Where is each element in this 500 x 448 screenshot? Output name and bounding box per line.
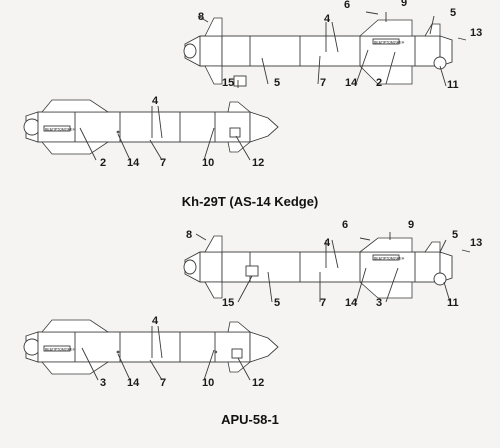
label-8: 8: [198, 11, 204, 23]
missile-apu58-side-lower: ВЕБПРТОМУЖЕН 4 3 14 7 10 12: [23, 315, 279, 389]
label-13: 13: [470, 27, 482, 39]
label-7: 7: [320, 297, 326, 309]
stencil-label: ВЕБПРТОМУЖЕН: [45, 128, 76, 132]
label-7: 7: [160, 157, 166, 169]
label-5: 5: [274, 297, 280, 309]
label-12: 12: [252, 157, 264, 169]
label-5: 5: [452, 229, 458, 241]
missile-kh29t-side-lower: ВЕБПРТОМУЖЕН 4 2 14 7 10 12: [23, 95, 279, 169]
label-6: 6: [342, 219, 348, 231]
caption-apu58: APU-58-1: [221, 412, 279, 427]
stencil-label: ВЕБПРТОМУЖЕН: [374, 41, 405, 45]
stencil-label: ВЕБПРТОМУЖЕН: [45, 348, 76, 352]
label-14: 14: [127, 377, 140, 389]
label-14: 14: [345, 297, 358, 309]
label-10: 10: [202, 157, 214, 169]
label-3: 3: [100, 377, 106, 389]
label-15: 15: [222, 297, 234, 309]
label-14: 14: [345, 77, 358, 89]
missile-apu58-side-upper: ВЕБПРТОМУЖЕН 8 6 4 9 5 13 15 5 7 14 3 11: [183, 219, 482, 309]
label-14: 14: [127, 157, 140, 169]
missile-kh29t-side-upper: ВЕБПРТОМУЖЕН 8 4 6 9 5 13 15 5 7 14 2 11: [183, 0, 482, 91]
label-5: 5: [450, 7, 456, 19]
label-9: 9: [408, 219, 414, 231]
label-4: 4: [324, 13, 331, 25]
label-15: 15: [222, 77, 234, 89]
label-10: 10: [202, 377, 214, 389]
label-6: 6: [344, 0, 350, 11]
label-11: 11: [447, 297, 459, 309]
label-3: 3: [376, 297, 382, 309]
label-4: 4: [324, 237, 331, 249]
label-7: 7: [320, 77, 326, 89]
stencil-label: ВЕБПРТОМУЖЕН: [374, 257, 405, 261]
label-9: 9: [401, 0, 407, 9]
label-8: 8: [186, 229, 192, 241]
label-2: 2: [100, 157, 106, 169]
label-13: 13: [470, 237, 482, 249]
caption-kh29t: Kh-29T (AS-14 Kedge): [182, 194, 319, 209]
label-4: 4: [152, 315, 159, 327]
label-4: 4: [152, 95, 159, 107]
label-2: 2: [376, 77, 382, 89]
label-12: 12: [252, 377, 264, 389]
label-11: 11: [447, 79, 459, 91]
label-7: 7: [160, 377, 166, 389]
label-5: 5: [274, 77, 280, 89]
